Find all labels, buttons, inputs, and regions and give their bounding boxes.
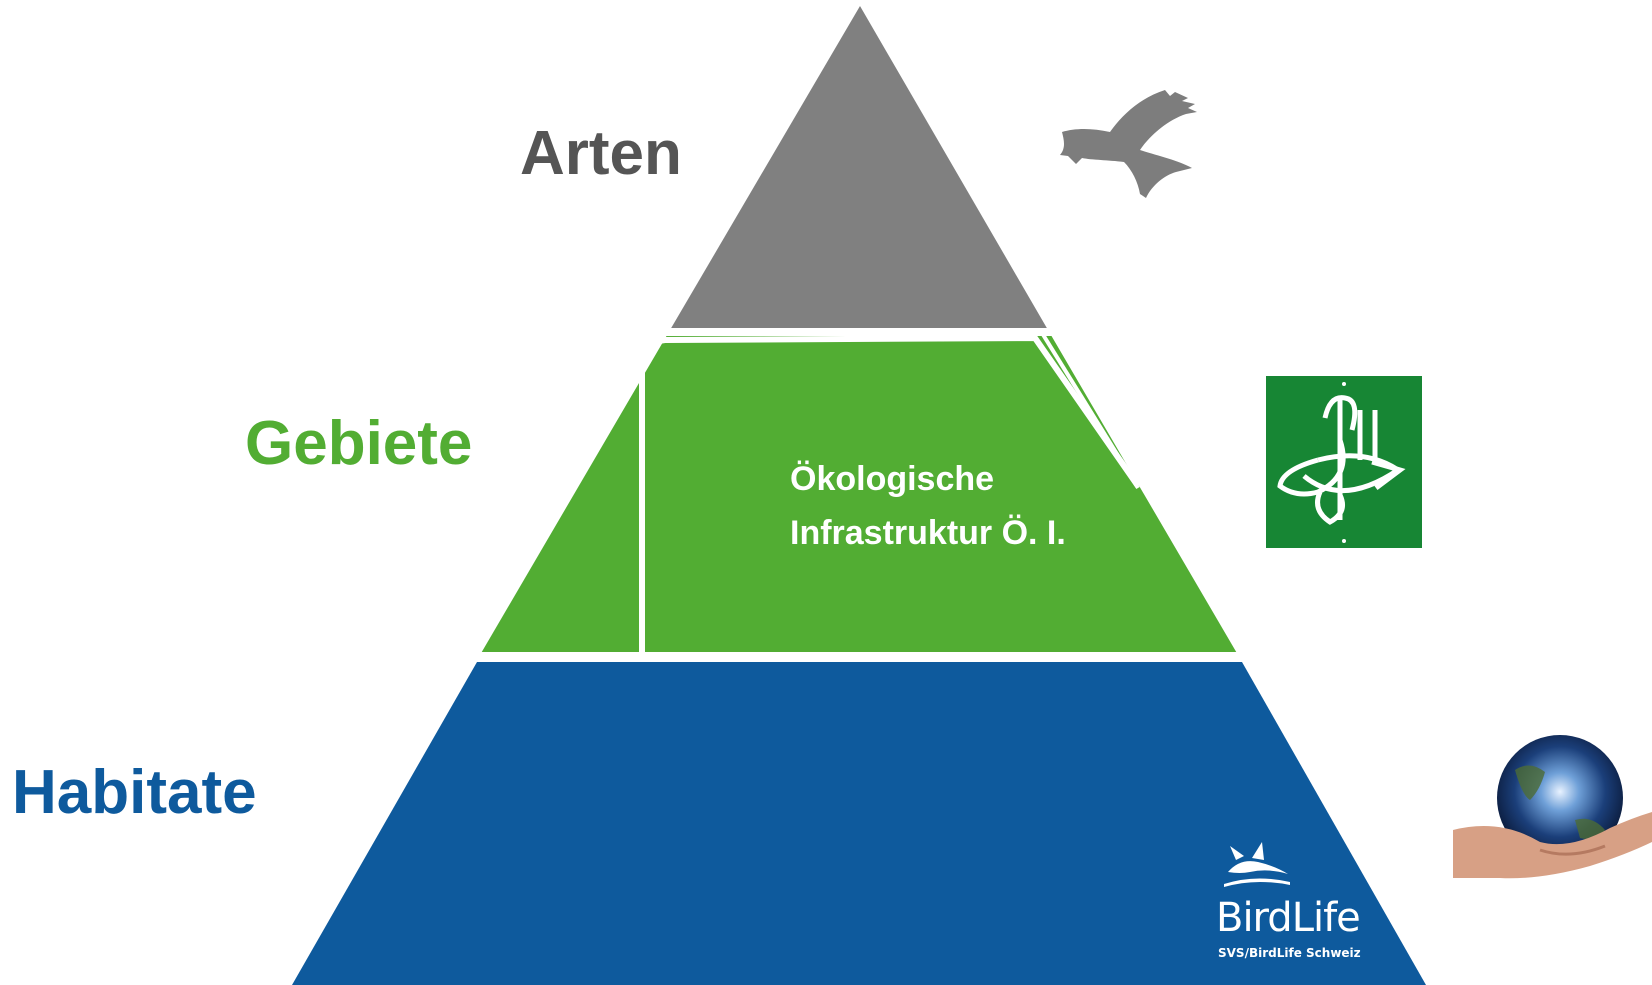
oi-line-1: Ökologische [790,460,995,498]
red-kite-silhouette-icon [1060,90,1197,198]
earth-in-hand-icon [1453,735,1652,879]
birdlife-logo-icon [1224,842,1290,887]
pyramid-tier-habitate [292,662,1426,985]
oi-box-text: Ökologische Infrastruktur Ö. I. [790,452,1066,560]
oi-frame-notch [1040,331,1140,490]
oi-line-2: Infrastruktur Ö. I. [790,514,1066,552]
oi-frame [639,334,1141,668]
green-emblem-icon [1266,376,1422,548]
birdlife-logo-name: BirdLife [1216,895,1361,941]
label-habitate: Habitate [12,758,257,827]
birdlife-logo-subtitle: SVS/BirdLife Schweiz [1218,946,1361,960]
label-arten: Arten [520,119,682,188]
pyramid-tier-arten [670,6,1048,330]
label-gebiete: Gebiete [245,409,473,478]
pyramid-tier-gebiete [480,330,1238,655]
